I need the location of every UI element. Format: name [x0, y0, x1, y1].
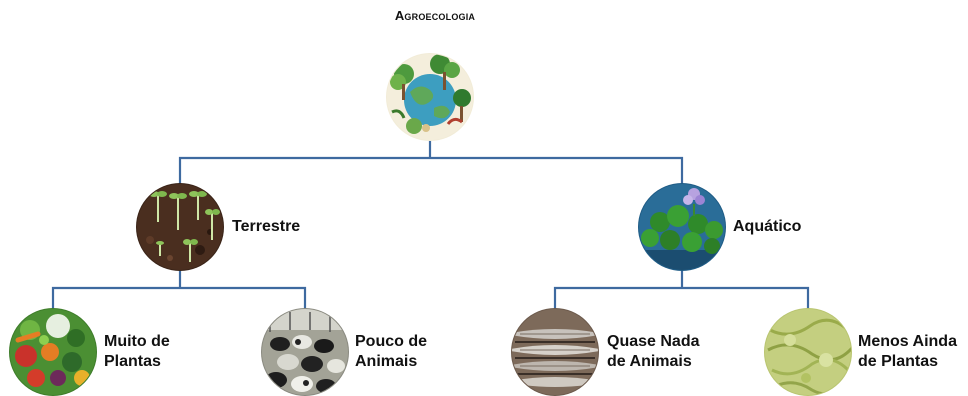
- cattle-herd-icon: [261, 308, 349, 396]
- diagram-title: Agroecologia: [394, 8, 476, 23]
- leaf-label-pouco-de-animais: Pouco de Animais: [355, 332, 427, 372]
- leaf-label-muito-de-plantas: Muito de Plantas: [104, 332, 170, 372]
- leaf-label-menos-ainda-de-plantas: Menos Ainda de Plantas: [858, 332, 957, 372]
- vegetables-icon: [9, 308, 97, 396]
- seedlings-soil-icon: [136, 183, 224, 271]
- leaf-label-line2: Animais: [355, 353, 418, 370]
- leaf-label-line1: Muito de: [104, 333, 170, 350]
- connector-lines: [51, 140, 810, 309]
- leaf-label-line1: Menos Ainda: [858, 333, 957, 350]
- leaf-label-line2: Plantas: [104, 353, 161, 370]
- leaf-label-line1: Quase Nada: [607, 333, 700, 350]
- fish-icon: [511, 308, 599, 396]
- branch-label-aquatico: Aquático: [733, 218, 802, 235]
- leaf-label-quase-nada-de-animais: Quase Nada de Animais: [607, 332, 699, 372]
- leaf-label-line2: de Plantas: [858, 353, 939, 370]
- leaf-label-line2: de Animais: [607, 353, 692, 370]
- agroecology-globe-icon: [386, 53, 474, 141]
- branch-label-terrestre: Terrestre: [232, 218, 301, 235]
- leaf-label-line1: Pouco de: [355, 333, 428, 350]
- algae-icon: [764, 308, 852, 396]
- water-hyacinth-icon: [638, 183, 726, 271]
